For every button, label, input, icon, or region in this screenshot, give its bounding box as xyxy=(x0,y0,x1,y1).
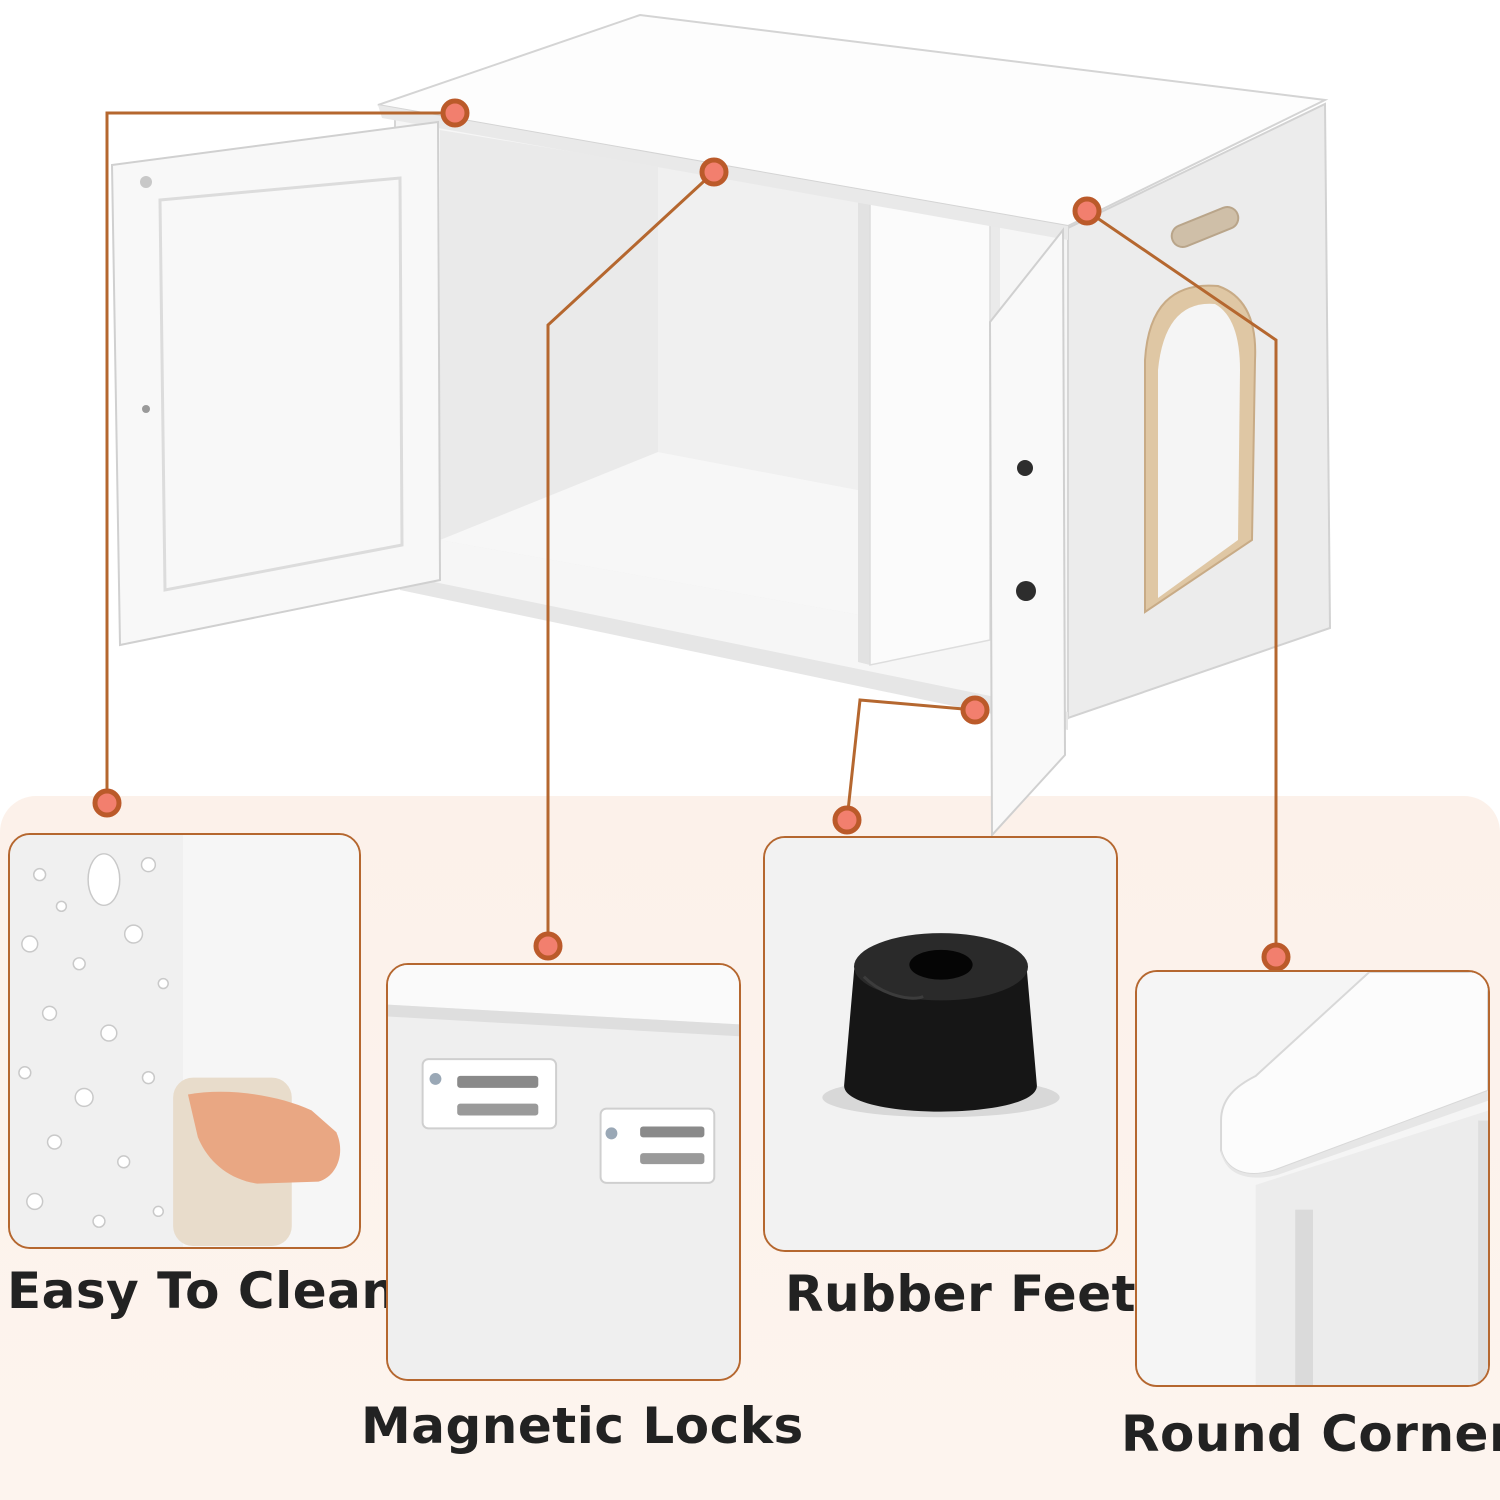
feature-label-round-corner: Round Corner xyxy=(1121,1405,1500,1463)
detail-card-round-corner xyxy=(1135,970,1490,1387)
feature-label-rubber-feet: Rubber Feet xyxy=(785,1265,1137,1323)
divider-edge xyxy=(858,195,870,665)
water-droplets-hand-wipe-icon xyxy=(10,835,359,1247)
detail-card-magnetic-locks xyxy=(386,963,741,1381)
detail-card-rubber-feet xyxy=(763,836,1118,1252)
callout-dot-icon xyxy=(832,805,862,835)
callout-dot-icon xyxy=(1261,942,1291,972)
rubber-foot-icon xyxy=(765,838,1116,1250)
left-open-door xyxy=(110,120,442,647)
left-door-hinge xyxy=(140,176,152,188)
magnet-latch-left xyxy=(421,1058,558,1130)
callout-line-magnetic-locks xyxy=(546,170,716,946)
callout-dot-icon xyxy=(533,931,563,961)
magnet-latch-right xyxy=(599,1107,716,1184)
callout-dots xyxy=(92,98,1291,972)
callout-dot-icon xyxy=(1072,196,1102,226)
wiping-hand xyxy=(187,1091,341,1184)
callout-line-round-corner xyxy=(1086,209,1278,957)
handle-slot xyxy=(1170,206,1240,248)
arch-entrance-opening xyxy=(1158,303,1240,598)
feature-label-magnetic-locks: Magnetic Locks xyxy=(361,1397,804,1455)
detail-card-easy-to-clean xyxy=(8,833,361,1249)
door-knob-lower xyxy=(1016,581,1036,601)
right-open-door xyxy=(988,227,1067,838)
callout-dot-icon xyxy=(699,157,729,187)
divider-panel xyxy=(869,196,991,666)
rounded-tabletop-corner-icon xyxy=(1137,972,1488,1385)
callout-dot-icon xyxy=(440,98,470,128)
callout-line-easy-to-clean xyxy=(105,111,455,803)
left-door-screw xyxy=(142,405,150,413)
interior-back-wall xyxy=(658,163,858,490)
left-door-panel xyxy=(158,176,404,592)
callout-dot-icon xyxy=(92,788,122,818)
callout-lines xyxy=(105,111,1278,957)
door-knob-upper xyxy=(1017,460,1033,476)
magnet-latch-icon xyxy=(388,965,739,1379)
callout-dot-icon xyxy=(960,695,990,725)
feature-label-easy-to-clean: Easy To Clean xyxy=(7,1262,398,1320)
bottom-trim xyxy=(400,575,1068,730)
callout-line-rubber-feet xyxy=(845,698,976,821)
